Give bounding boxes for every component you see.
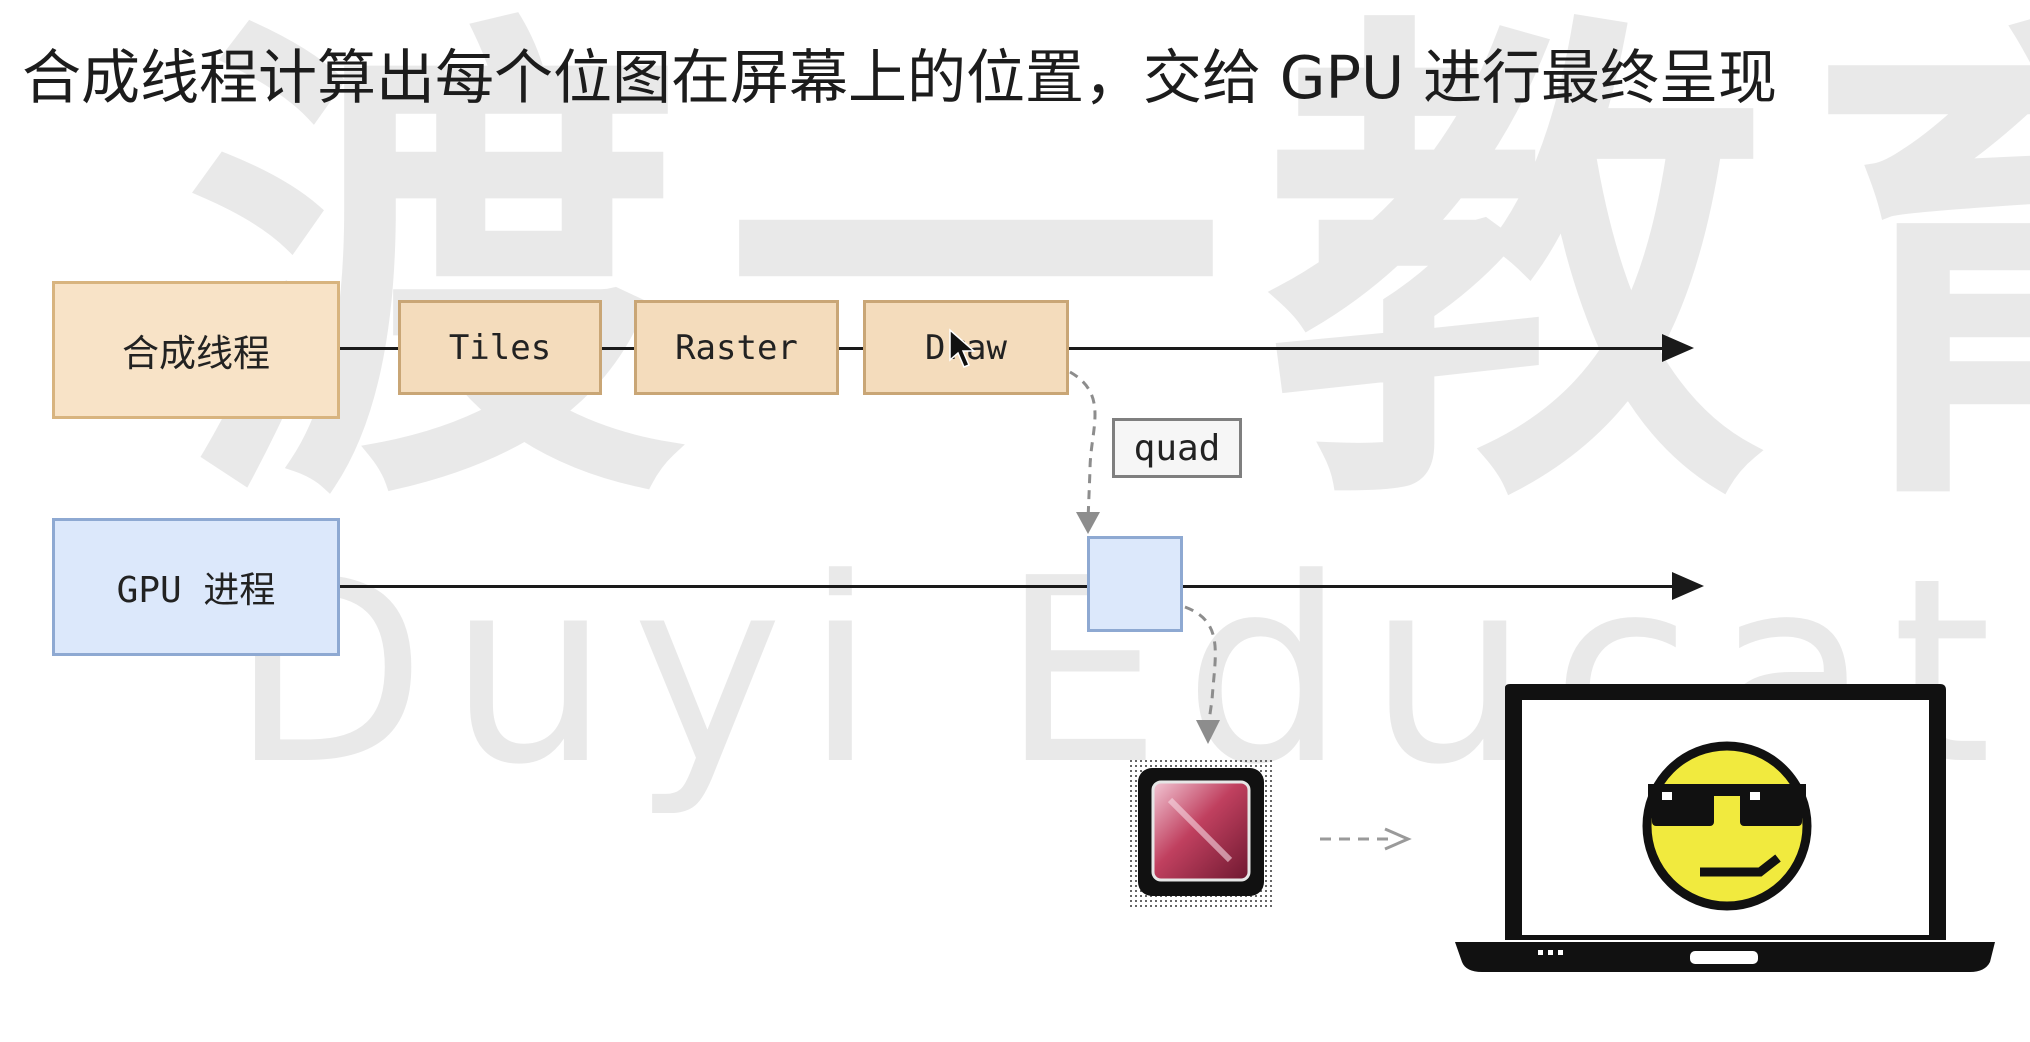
stage-tiles: Tiles [398,300,602,395]
chip-to-laptop-connector [1320,827,1412,851]
quad-label: quad [1112,418,1242,478]
gpu-timeline-arrowhead [1672,572,1704,600]
sunglasses-face-icon [1642,741,1812,911]
compositor-thread-label: 合成线程 [122,332,270,375]
draw-to-gpu-connector [1069,370,1100,534]
gpu-to-chip-connector [1184,605,1220,744]
gpu-timeline [340,585,1675,588]
stage-tiles-label: Tiles [448,327,552,368]
page-title: 合成线程计算出每个位图在屏幕上的位置，交给 GPU 进行最终呈现 [22,43,1777,112]
gpu-process-label: GPU 进程 [116,570,276,611]
stage-draw: Draw [863,300,1069,395]
gpu-task-box [1087,536,1183,632]
mouse-cursor-icon [949,328,976,368]
gpu-process-box: GPU 进程 [52,518,340,656]
gpu-chip-icon [1127,757,1275,909]
quad-label-text: quad [1133,427,1221,469]
stage-raster-label: Raster [675,327,798,368]
stage-raster: Raster [634,300,839,395]
compositor-timeline-arrowhead [1662,334,1694,362]
compositor-thread-box: 合成线程 [52,281,340,419]
